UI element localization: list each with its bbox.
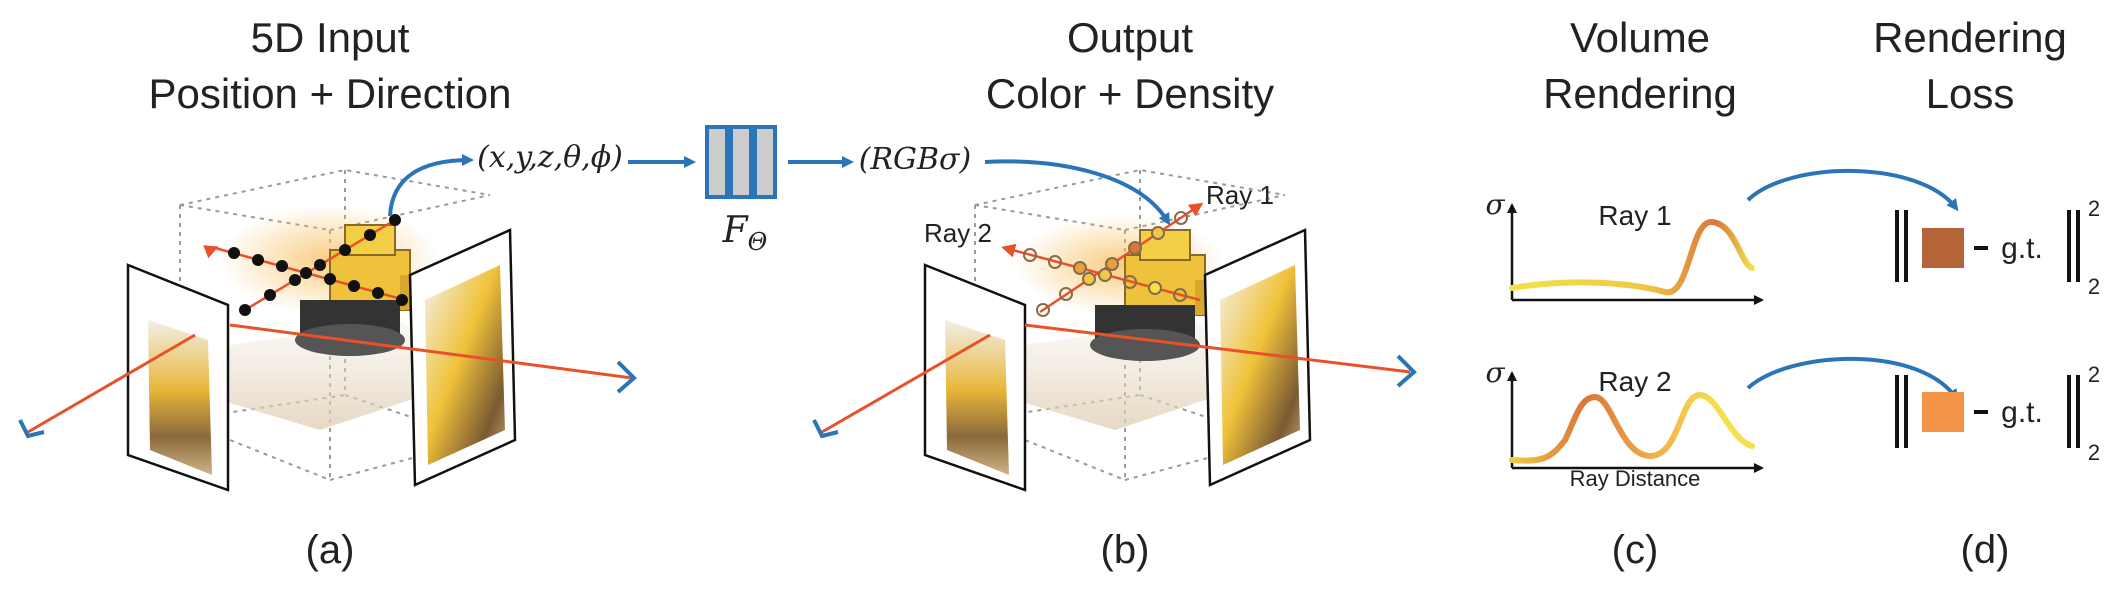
panel-a-image-right-content [425,265,505,465]
panel-b-scene [812,159,1417,492]
panel-d-caption: (d) [1960,528,2010,572]
plot2-density-curve [1509,391,1755,464]
panel-b-ray-left [821,333,991,434]
panel-b-image-right-content [1220,265,1300,465]
loss-norm-bars-2 [1895,375,2080,448]
ray1-to-loss-arrow [1746,169,1959,212]
panel-b-image-left-content [945,320,1009,475]
panel-a-ray-left [27,333,196,434]
panel-c-plots [1507,169,1959,473]
panel-a-ray-right-head [616,360,637,394]
panel-d-header: Rendering Loss [1873,14,2067,117]
panel-a-to-input-arrow [388,154,474,217]
panel-a-scene [18,154,637,492]
panel-c-caption: (c) [1611,528,1659,572]
norm-superscript-2: 2 [2087,362,2101,387]
panel-b-ray1-label: Ray 1 [1206,180,1274,210]
panel-b-ray-1 [1039,202,1204,314]
norm-subscript-1: 2 [2087,274,2101,299]
ray2-to-loss-arrow [1746,356,1959,402]
norm-subscript-2: 2 [2087,440,2101,465]
network-block [705,125,777,199]
panel-a-header: 5D Input Position + Direction [148,14,512,117]
panel-a-ray-left-head [18,419,45,439]
plot1-ray-label: Ray 1 [1598,200,1672,231]
panel-b-ray-left-head [812,419,839,439]
panel-b-ray-right [1024,323,1411,374]
panel-a-ray-right [229,323,633,380]
panel-b-caption: (b) [1100,528,1150,572]
panel-c-header: Volume Rendering [1543,14,1737,117]
rendered-color-swatch-1 [1922,228,1964,268]
network-label: FΘ [722,210,768,256]
rendered-color-swatch-2 [1922,392,1964,432]
panel-b-output-arrow [984,159,1171,226]
panel-a-image-left-content [148,320,212,475]
panel-b-ray-right-head [1396,354,1417,388]
plot2-ray-label: Ray 2 [1598,366,1672,397]
panel-b-ray2-label: Ray 2 [924,218,992,248]
panel-b-sample-points [1023,211,1188,317]
panel-b-bulldozer [1090,229,1225,361]
plot2-sigma-label: σ [1485,356,1505,389]
loss-norm-bars-1 [1895,210,2080,282]
gt-label-1: g.t. [2001,232,2043,265]
panel-b-header: Output Color + Density [985,14,1275,117]
output-tuple: (RGBσ) [858,142,972,177]
plot1-sigma-label: σ [1485,188,1505,221]
panel-a-caption: (a) [305,528,355,572]
plot2-x-axis-label: Ray Distance [1569,466,1701,491]
gt-label-2: g.t. [2001,396,2043,429]
norm-superscript-1: 2 [2087,196,2101,221]
plot1-density-curve [1509,219,1755,296]
panel-d-loss [1895,210,2080,448]
input-tuple: (x,y,z,θ,ϕ) [477,140,623,175]
panel-a-sample-points [228,214,408,316]
